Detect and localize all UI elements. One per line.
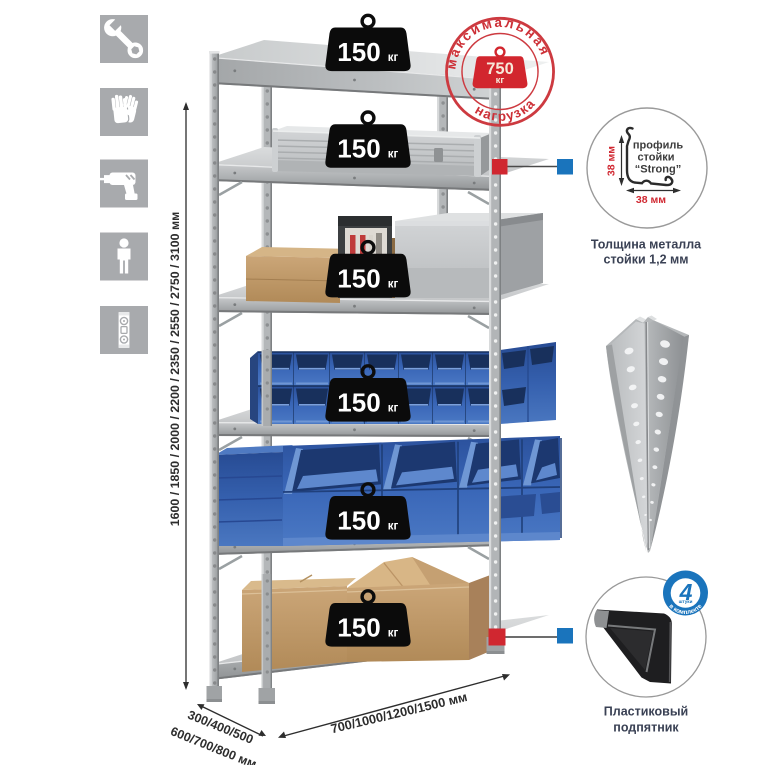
svg-text:1600 / 1850 / 2000 / 2200 / 23: 1600 / 1850 / 2000 / 2200 / 2350 / 2550 … — [168, 212, 182, 527]
svg-text:150: 150 — [337, 134, 380, 164]
svg-text:Пластиковый: Пластиковый — [604, 705, 688, 719]
svg-text:150: 150 — [337, 37, 380, 67]
svg-text:кг: кг — [388, 403, 399, 415]
svg-text:“Strong”: “Strong” — [635, 164, 681, 176]
svg-text:4: 4 — [679, 579, 693, 605]
svg-text:150: 150 — [337, 263, 380, 293]
svg-text:Толщина металла: Толщина металла — [591, 238, 702, 252]
svg-text:кг: кг — [388, 278, 399, 290]
svg-text:кг: кг — [388, 628, 399, 640]
svg-text:штуки: штуки — [679, 599, 693, 604]
svg-text:38 мм: 38 мм — [636, 194, 666, 206]
svg-text:стойки 1,2 мм: стойки 1,2 мм — [604, 253, 689, 267]
svg-text:кг: кг — [496, 75, 505, 86]
svg-text:150: 150 — [337, 388, 380, 418]
svg-text:профиль: профиль — [633, 140, 683, 152]
svg-text:кг: кг — [388, 149, 399, 161]
svg-text:750: 750 — [486, 60, 514, 78]
svg-text:кг: кг — [388, 521, 399, 533]
svg-text:стойки: стойки — [637, 152, 674, 164]
svg-text:150: 150 — [337, 506, 380, 536]
svg-text:кг: кг — [388, 52, 399, 64]
svg-text:150: 150 — [337, 613, 380, 643]
svg-text:подпятник: подпятник — [613, 721, 679, 735]
svg-text:38 мм: 38 мм — [606, 146, 618, 176]
